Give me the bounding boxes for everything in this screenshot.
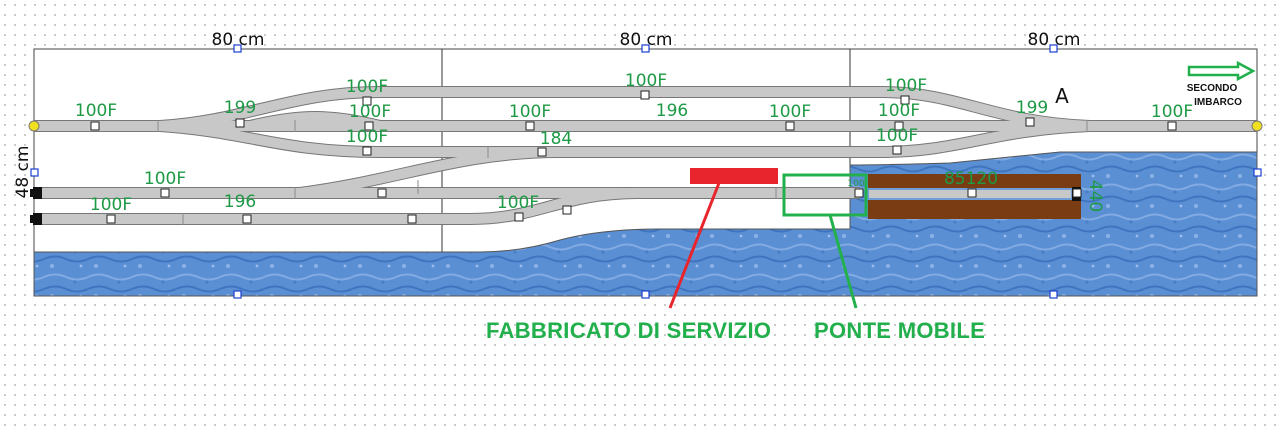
- track-label: 100F: [346, 77, 388, 97]
- track-label: 100F: [876, 126, 918, 146]
- track-label: 196: [224, 192, 256, 212]
- service-building: [690, 168, 778, 184]
- buffer-stop: [30, 187, 42, 199]
- track-label: 100F: [509, 102, 551, 122]
- selection-handles: [30, 44, 1262, 299]
- track-endpoint: [1251, 120, 1263, 132]
- dimension-label-module-3: 80 cm: [1028, 30, 1081, 50]
- arrow-label-line-2: IMBARCO: [1194, 97, 1242, 108]
- dimension-label-module-2: 80 cm: [620, 30, 673, 50]
- track-label: 100F: [90, 195, 132, 215]
- track-label: 199: [224, 98, 256, 118]
- arrow-label-line-1: SECONDO: [1187, 83, 1238, 94]
- track-label: 440: [1085, 180, 1105, 212]
- track-object-handles: [90, 90, 1177, 224]
- service-building-annotation: FABBRICATO DI SERVIZIO: [486, 318, 772, 343]
- track-label: 100F: [885, 76, 927, 96]
- track-label: 199: [1016, 98, 1048, 118]
- bridge-leader-line: [828, 214, 858, 309]
- moving-bridge-annotation: PONTE MOBILE: [814, 318, 986, 343]
- service-leader-line: [668, 182, 721, 309]
- marker-letter: A: [1055, 84, 1069, 108]
- track-label: 85120: [944, 169, 998, 189]
- track-label: 100F: [349, 102, 391, 122]
- dimension-label-module-1: 80 cm: [212, 30, 265, 50]
- dimension-label-height: 48 cm: [13, 146, 33, 199]
- track-endpoint: [28, 120, 40, 132]
- track-label: 196: [656, 101, 688, 121]
- track-label: 100F: [625, 71, 667, 91]
- track-label: 100F: [1151, 102, 1193, 122]
- track-label: 184: [540, 129, 572, 149]
- moving-bridge-highlight: [782, 173, 868, 217]
- second-boarding-arrow: [1187, 60, 1256, 82]
- track-label: 100F: [75, 101, 117, 121]
- track-label: 100: [847, 179, 864, 189]
- track-label: 100F: [346, 127, 388, 147]
- buffer-stop: [30, 213, 42, 225]
- track-label: 100F: [878, 101, 920, 121]
- track-label: 100F: [144, 169, 186, 189]
- track-label: 100F: [769, 102, 811, 122]
- track-label: 100F: [497, 193, 539, 213]
